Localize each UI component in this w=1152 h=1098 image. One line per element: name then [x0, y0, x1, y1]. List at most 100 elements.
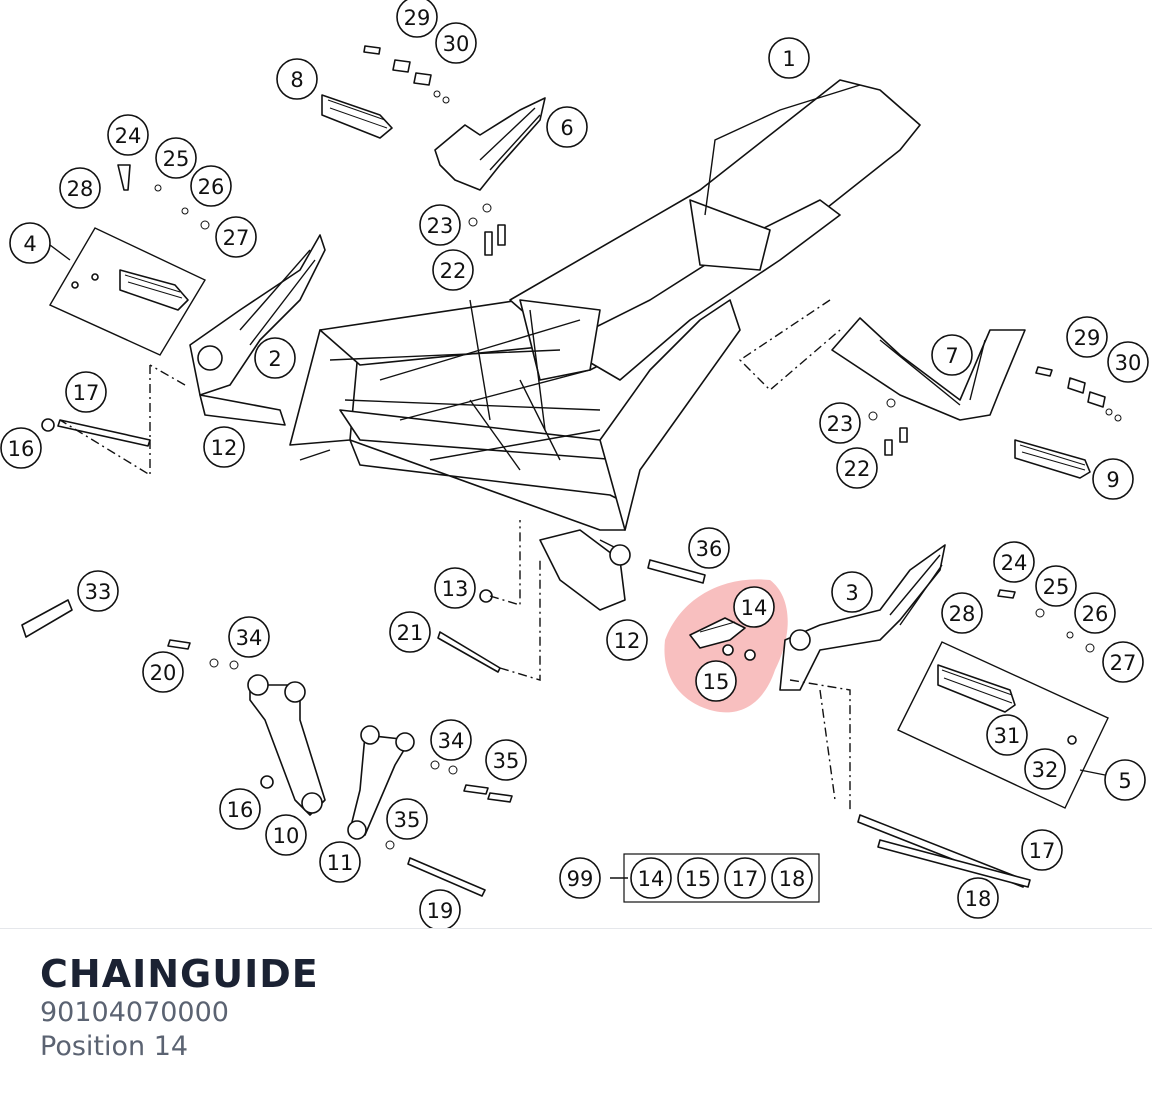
callout-35[interactable]: 35 — [386, 798, 428, 840]
callout-label: 33 — [85, 580, 112, 604]
kit-item-18[interactable]: 18 — [771, 857, 813, 899]
callout-label: 8 — [290, 68, 303, 92]
callout-label: 23 — [827, 412, 854, 436]
callout-label: 28 — [67, 177, 94, 201]
callout-36[interactable]: 36 — [688, 527, 730, 569]
callout-23[interactable]: 23 — [819, 402, 861, 444]
callout-label: 30 — [443, 32, 470, 56]
callout-34[interactable]: 34 — [228, 616, 270, 658]
callout-label: 28 — [949, 602, 976, 626]
callout-16[interactable]: 16 — [219, 788, 261, 830]
callout-30[interactable]: 30 — [435, 22, 477, 64]
callout-22[interactable]: 22 — [836, 447, 878, 489]
callout-27[interactable]: 27 — [1102, 641, 1144, 683]
callout-26[interactable]: 26 — [190, 165, 232, 207]
callout-4[interactable]: 4 — [9, 222, 51, 264]
callout-3[interactable]: 3 — [831, 571, 873, 613]
callout-11[interactable]: 11 — [319, 841, 361, 883]
callout-25[interactable]: 25 — [1035, 565, 1077, 607]
rear-footrest-right-drawing — [738, 299, 1026, 421]
callout-9[interactable]: 9 — [1092, 458, 1134, 500]
callout-13[interactable]: 13 — [434, 567, 476, 609]
callout-7[interactable]: 7 — [931, 334, 973, 376]
callout-10[interactable]: 10 — [265, 814, 307, 856]
callout-26[interactable]: 26 — [1074, 592, 1116, 634]
callout-34[interactable]: 34 — [430, 719, 472, 761]
callout-label: 14 — [638, 867, 665, 891]
callout-label: 24 — [115, 124, 142, 148]
callout-17[interactable]: 17 — [1021, 829, 1063, 871]
callout-33[interactable]: 33 — [77, 570, 119, 612]
footpeg-8-drawing — [321, 94, 393, 139]
callout-label: 27 — [1110, 651, 1137, 675]
callout-15[interactable]: 15 — [695, 660, 737, 702]
callout-label: 17 — [73, 381, 100, 405]
chainguide-drawing[interactable] — [689, 617, 756, 661]
callout-label: 15 — [685, 867, 712, 891]
callout-label: 12 — [211, 436, 238, 460]
kit-item-14[interactable]: 14 — [630, 857, 672, 899]
callout-label: 27 — [223, 226, 250, 250]
kit-item-17[interactable]: 17 — [724, 857, 766, 899]
callout-25[interactable]: 25 — [155, 137, 197, 179]
callout-5[interactable]: 5 — [1104, 759, 1146, 801]
kit-box — [623, 853, 820, 903]
callout-label: 4 — [23, 232, 36, 256]
callout-label: 24 — [1001, 551, 1028, 575]
callout-30[interactable]: 30 — [1107, 341, 1149, 383]
callout-22[interactable]: 22 — [432, 249, 474, 291]
callout-label: 29 — [1074, 326, 1101, 350]
callout-31[interactable]: 31 — [986, 714, 1028, 756]
callout-35[interactable]: 35 — [485, 739, 527, 781]
callout-19[interactable]: 19 — [419, 889, 461, 928]
callout-label: 36 — [696, 537, 723, 561]
callout-label: 31 — [994, 724, 1021, 748]
callout-label: 15 — [703, 670, 730, 694]
part-position: Position 14 — [40, 1031, 189, 1062]
callout-layer: 1234567891011121213141516161717181920212… — [0, 0, 1149, 928]
callout-28[interactable]: 28 — [59, 167, 101, 209]
callout-29[interactable]: 29 — [1066, 316, 1108, 358]
main-frame-drawing — [289, 79, 921, 611]
callout-label: 18 — [779, 867, 806, 891]
callout-label: 1 — [782, 47, 795, 71]
callout-label: 3 — [845, 581, 858, 605]
callout-28[interactable]: 28 — [941, 592, 983, 634]
bracket-6-drawing — [434, 97, 546, 191]
callout-32[interactable]: 32 — [1024, 748, 1066, 790]
callout-8[interactable]: 8 — [276, 58, 318, 100]
callout-label: 25 — [1043, 575, 1070, 599]
callout-2[interactable]: 2 — [254, 337, 296, 379]
callout-18[interactable]: 18 — [957, 877, 999, 919]
callout-6[interactable]: 6 — [546, 106, 588, 148]
callout-20[interactable]: 20 — [142, 651, 184, 693]
callout-label: 23 — [427, 214, 454, 238]
divider — [0, 928, 1152, 929]
callout-label: 29 — [404, 6, 431, 30]
callout-17[interactable]: 17 — [65, 371, 107, 413]
part-info-panel: CHAINGUIDE 90104070000 Position 14 — [40, 952, 319, 1064]
callout-27[interactable]: 27 — [215, 216, 257, 258]
callout-24[interactable]: 24 — [107, 114, 149, 156]
callout-kit-99[interactable]: 99 — [559, 857, 601, 899]
callout-12[interactable]: 12 — [606, 619, 648, 661]
callout-12[interactable]: 12 — [203, 426, 245, 468]
exploded-parts-diagram: 1234567891011121213141516161717181920212… — [0, 0, 1149, 928]
callout-14[interactable]: 14 — [733, 586, 775, 628]
callout-label: 13 — [442, 577, 469, 601]
callout-label: 99 — [567, 867, 594, 891]
callout-label: 22 — [440, 259, 467, 283]
bolts-and-pins-drawing — [21, 45, 1122, 897]
kit-item-15[interactable]: 15 — [677, 857, 719, 899]
callout-24[interactable]: 24 — [993, 541, 1035, 583]
callout-label: 26 — [198, 175, 225, 199]
callout-29[interactable]: 29 — [396, 0, 438, 38]
callout-23[interactable]: 23 — [419, 204, 461, 246]
link-11-drawing — [347, 725, 415, 840]
callout-16[interactable]: 16 — [0, 427, 42, 469]
callout-label: 16 — [8, 437, 35, 461]
callout-21[interactable]: 21 — [389, 611, 431, 653]
callout-label: 22 — [844, 457, 871, 481]
front-footrest-right-drawing — [779, 544, 946, 691]
callout-1[interactable]: 1 — [768, 37, 810, 79]
